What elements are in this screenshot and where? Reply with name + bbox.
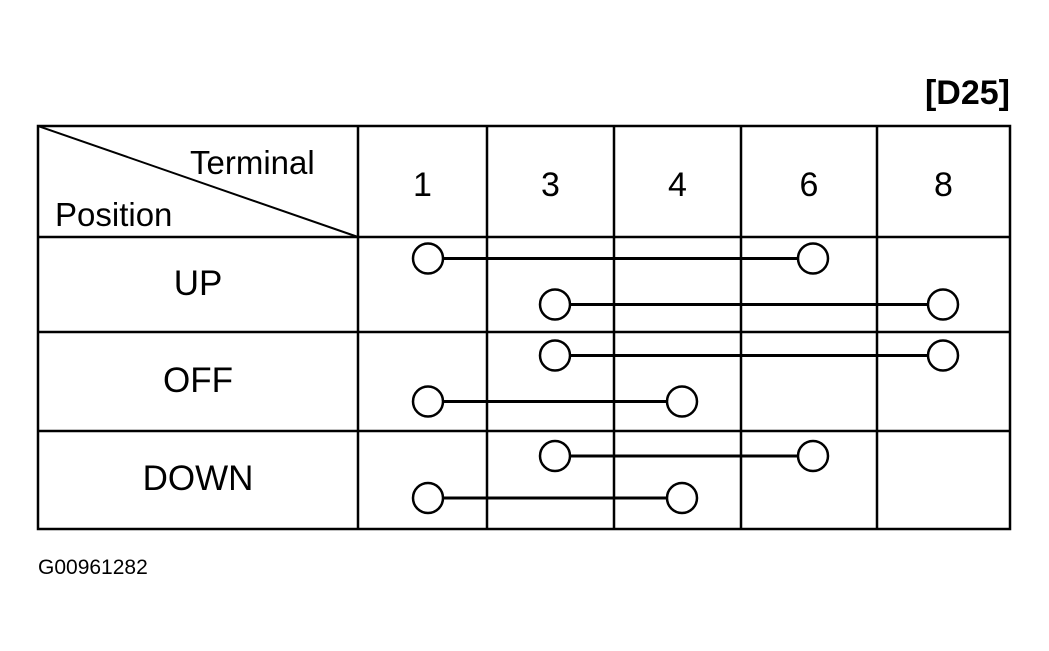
connection-off-1-4 (411, 385, 699, 418)
table-border (36, 124, 1012, 531)
terminal-label-6: 6 (799, 166, 819, 204)
header-diagonal (37, 125, 359, 238)
connection-up-1-6 (411, 242, 830, 275)
terminal-node-3 (538, 339, 572, 372)
terminal-node-4 (665, 385, 699, 418)
terminal-node-8 (926, 339, 960, 372)
position-label-down: DOWN (142, 459, 254, 498)
figure-id: G00961282 (38, 556, 148, 579)
terminal-node-1 (411, 481, 445, 515)
connection-down-3-6 (538, 439, 830, 473)
row-header-label: Position (55, 196, 173, 233)
connection-off-3-8 (538, 339, 960, 372)
terminal-label-3: 3 (541, 166, 560, 204)
terminal-node-6 (796, 439, 830, 473)
terminal-node-1 (411, 385, 445, 418)
position-label-off: OFF (163, 360, 233, 400)
connection-up-3-8 (538, 288, 960, 321)
connection-down-1-4 (411, 481, 699, 515)
terminal-node-6 (796, 242, 830, 275)
terminal-label-1: 1 (413, 166, 432, 204)
terminal-node-8 (926, 288, 960, 321)
terminal-label-8: 8 (934, 166, 953, 204)
terminal-label-4: 4 (668, 166, 687, 204)
terminal-node-4 (665, 481, 699, 515)
diagram-title: [D25] (924, 74, 1010, 112)
terminal-node-3 (538, 288, 572, 321)
terminal-node-3 (538, 439, 572, 473)
column-header-label: Terminal (190, 144, 315, 181)
terminal-node-1 (411, 242, 445, 275)
position-label-up: UP (173, 263, 223, 303)
